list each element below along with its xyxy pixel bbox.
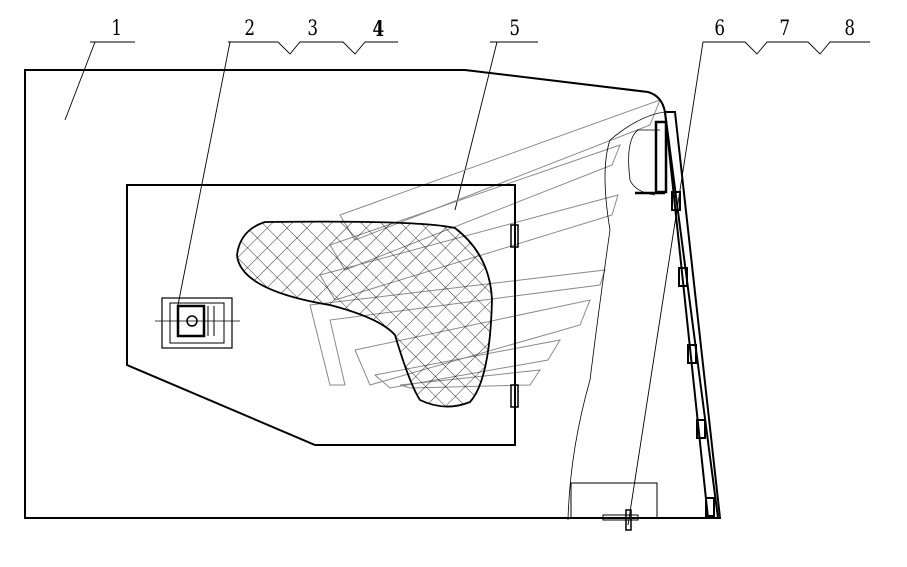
callout-7: 7 <box>779 16 791 40</box>
door-panel <box>126 184 519 446</box>
callout-1: 1 <box>111 16 123 40</box>
window-glass <box>236 220 493 408</box>
callout-5: 5 <box>509 16 521 40</box>
side-door <box>570 111 722 531</box>
callout-4: 4 <box>372 16 385 41</box>
callout-3: 3 <box>307 16 319 40</box>
leader-lines <box>64 41 870 526</box>
callout-8: 8 <box>844 16 856 40</box>
callout-6: 6 <box>714 16 726 40</box>
door-lock <box>155 297 240 349</box>
callout-2: 2 <box>244 16 256 40</box>
